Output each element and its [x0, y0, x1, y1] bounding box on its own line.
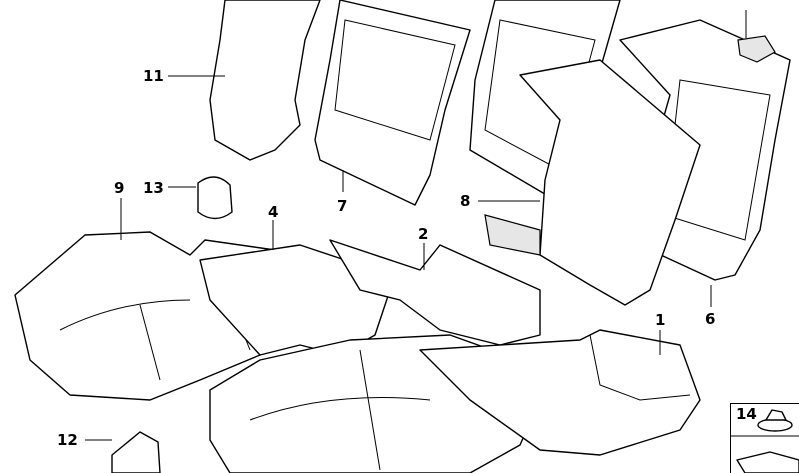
callout-14: 14	[736, 405, 757, 423]
part-7-backrest-cover	[314, 0, 471, 206]
callout-2: 2	[418, 225, 429, 243]
callout-12: 12	[57, 431, 78, 449]
callout-9: 9	[114, 179, 125, 197]
callout-1: 1	[655, 311, 666, 329]
part-clip	[737, 35, 776, 63]
callout-8: 8	[460, 192, 471, 210]
scale-symbol	[736, 451, 799, 473]
callout-13: 13	[143, 179, 164, 197]
part-13-cover-cap	[197, 176, 233, 220]
detail-box-14: 14	[730, 403, 799, 473]
callout-6: 6	[705, 310, 716, 328]
callout-7: 7	[337, 197, 348, 215]
callout-11: 11	[143, 67, 164, 85]
part-8-backrest	[519, 59, 701, 306]
part-2-seat-frame-left	[329, 239, 541, 346]
part-12-trim-cover	[111, 431, 161, 473]
callout-4: 4	[268, 203, 279, 221]
part-11-side-bolster	[209, 0, 321, 161]
